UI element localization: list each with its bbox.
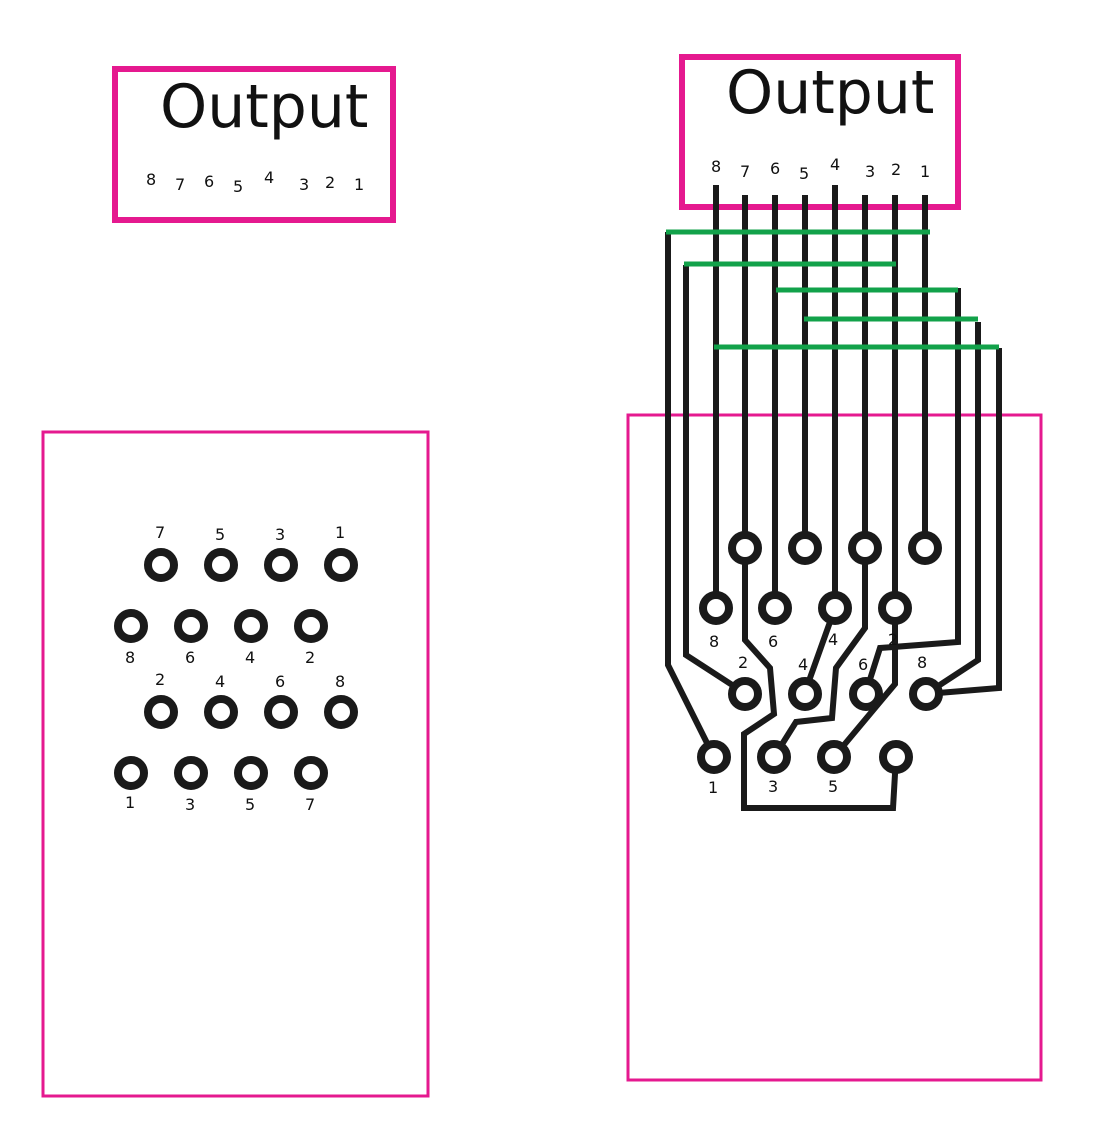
left-output-pin-labels: 8 7 6 5 4 3 2 1 xyxy=(146,168,364,196)
pad-label: 4 xyxy=(828,630,838,649)
pad xyxy=(908,531,942,565)
trace-3-link xyxy=(771,548,868,759)
pad xyxy=(324,695,358,729)
pad-label: 6 xyxy=(858,655,868,674)
pad-label: 6 xyxy=(275,672,285,691)
pad-label: 7 xyxy=(155,523,165,542)
pad xyxy=(728,531,762,565)
pad xyxy=(294,609,328,643)
pad-label: 3 xyxy=(185,795,195,814)
trace-loop xyxy=(741,548,899,811)
pad xyxy=(879,740,913,774)
left-output-pin-label: 1 xyxy=(354,175,364,194)
left-output-pin-label: 5 xyxy=(233,177,243,196)
right-output-pin-label: 6 xyxy=(770,159,780,178)
pad-label: 2 xyxy=(305,648,315,667)
pad-label: 4 xyxy=(798,655,808,674)
pad xyxy=(848,531,882,565)
pad xyxy=(909,677,943,711)
pad-label: 8 xyxy=(709,632,719,651)
pad-label: 3 xyxy=(275,525,285,544)
left-output-pin-label: 4 xyxy=(264,168,274,187)
trace-outer-2 xyxy=(683,265,745,695)
right-output-pin-label: 2 xyxy=(891,160,901,179)
pad xyxy=(699,591,733,625)
pad xyxy=(324,548,358,582)
left-board-outline xyxy=(41,430,430,1098)
pad xyxy=(114,609,148,643)
right-output-pin-label: 7 xyxy=(740,162,750,181)
pad-label: 2 xyxy=(888,630,898,649)
pad-label: 1 xyxy=(125,793,135,812)
right-board-pads xyxy=(697,531,943,774)
pad xyxy=(728,677,762,711)
left-board-pad-labels: 7 5 3 1 8 6 4 2 2 4 6 8 1 3 5 7 xyxy=(125,523,345,814)
pad xyxy=(849,677,883,711)
pad-label: 3 xyxy=(768,777,778,796)
pad-label: 2 xyxy=(155,670,165,689)
trace-outer-4 xyxy=(924,322,981,697)
left-output-pin-label: 7 xyxy=(175,175,185,194)
pad-label: 4 xyxy=(215,672,225,691)
trace-outer-1 xyxy=(665,232,717,759)
right-output-pin-label: 1 xyxy=(920,162,930,181)
pad xyxy=(758,591,792,625)
left-output-pin-label: 6 xyxy=(204,172,214,191)
pad-label: 8 xyxy=(125,648,135,667)
pad xyxy=(757,740,791,774)
right-output-pin-label: 8 xyxy=(711,157,721,176)
pad xyxy=(174,756,208,790)
pad xyxy=(264,548,298,582)
right-output-pin-label: 4 xyxy=(830,155,840,174)
trace-outer-3 xyxy=(863,288,961,693)
pad xyxy=(204,695,238,729)
left-output-title: Output xyxy=(160,72,368,142)
pad xyxy=(204,548,238,582)
pad-label: 4 xyxy=(245,648,255,667)
left-output-pin-label: 2 xyxy=(325,173,335,192)
pad-label: 5 xyxy=(245,795,255,814)
pad xyxy=(878,591,912,625)
pad xyxy=(174,609,208,643)
pad xyxy=(788,531,822,565)
pad-label: 5 xyxy=(215,525,225,544)
pad xyxy=(294,756,328,790)
pad-label: 6 xyxy=(768,632,778,651)
pad-label: 2 xyxy=(738,653,748,672)
pad xyxy=(264,695,298,729)
pad xyxy=(114,756,148,790)
right-traces xyxy=(665,185,1002,811)
right-jumpers xyxy=(666,229,999,350)
pad xyxy=(144,548,178,582)
pad-label: 7 xyxy=(305,795,315,814)
left-output-box xyxy=(112,66,396,223)
right-board-pad-labels: 8 6 4 2 2 4 6 8 1 3 5 xyxy=(708,630,927,797)
pad xyxy=(234,609,268,643)
left-board-pads xyxy=(114,548,358,790)
right-output-title: Output xyxy=(726,58,934,128)
left-output-pin-label: 8 xyxy=(146,170,156,189)
pad-label: 8 xyxy=(917,653,927,672)
pad-label: 1 xyxy=(708,778,718,797)
pad xyxy=(697,740,731,774)
pad xyxy=(788,677,822,711)
left-output-pin-label: 3 xyxy=(299,175,309,194)
right-output-pin-label: 3 xyxy=(865,162,875,181)
pad xyxy=(234,756,268,790)
pad-label: 6 xyxy=(185,648,195,667)
pad-label: 8 xyxy=(335,672,345,691)
pad xyxy=(144,695,178,729)
right-output-pin-labels: 8 7 6 5 4 3 2 1 xyxy=(711,155,930,183)
trace-2-link xyxy=(831,608,898,759)
pad-label: 5 xyxy=(828,777,838,796)
right-output-pin-stubs xyxy=(713,185,928,210)
pad xyxy=(817,740,851,774)
trace-outer-5 xyxy=(925,348,1002,697)
pad xyxy=(818,591,852,625)
right-output-box xyxy=(679,54,961,210)
right-output-pin-label: 5 xyxy=(799,164,809,183)
pad-label: 1 xyxy=(335,523,345,542)
